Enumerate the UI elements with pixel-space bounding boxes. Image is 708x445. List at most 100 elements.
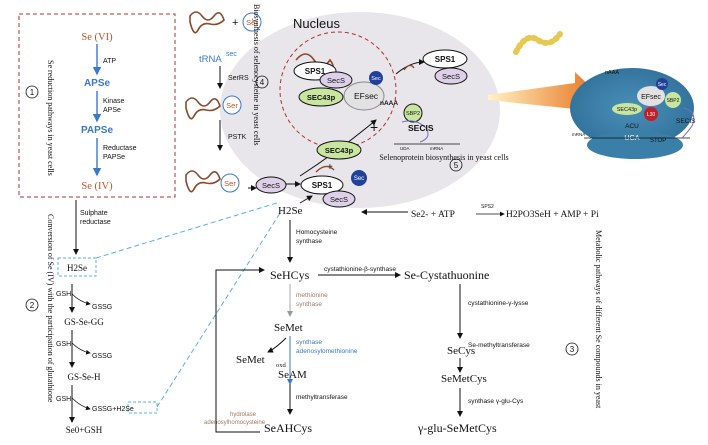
ribo-secis: SECIS [676,118,696,125]
glutathione-side-label: Conversion of Se (IV) with the participa… [46,214,55,403]
ribo-l30: L30 [647,112,656,118]
ser-2: Ser [226,101,238,110]
arrow-seahcys-cycle [215,267,265,433]
sps1-out: SPS1 [435,55,456,64]
marker-2: 2 [30,301,35,310]
secys: SeCys [447,345,475,357]
homocysteine-synthase-label: synthase [296,238,322,245]
sps1-b: SPS1 [312,181,333,190]
gssg-2: GSSG [92,353,112,360]
sps1-b-ellipse [300,175,344,195]
marker-4-circle [255,75,269,89]
ribo-sec: Sec [658,82,667,88]
ribo-sbp2-dot [665,92,681,108]
cbs-label: cystathionine-β-synthase [324,266,396,273]
marker-3-circle [565,342,579,356]
efsec-nucleus: EFsec [354,91,379,101]
trna-squiggle-3 [185,170,221,193]
reductase-papse-label: PAPSe [103,154,125,161]
gglu-synthase-label: synthase γ-glu-Cys [468,398,524,405]
se0-gsh: Se0+GSH [66,425,103,435]
sec-dot-b [351,170,367,186]
ribo-uga: UGA [624,135,640,142]
oxd-sub: oxd [276,362,287,369]
sec43p-nucleus: SEC43p [307,93,336,102]
secs-left: SecS [262,181,280,190]
arrow-semet-oxd [267,337,287,353]
homocysteine-label: Homocysteine [296,229,338,236]
sec-biosynthesis-side-label: Biosynthesis of selenocysteine in yeast … [252,4,261,146]
ribo-acu: ACU [625,123,639,130]
plus-trna: + [232,17,238,29]
secs-ellipse [319,71,353,89]
marker-5: 5 [454,161,459,170]
ribo-mrna: mRNA [572,132,585,137]
apse: APSe [84,78,111,89]
sec-dot-nucleus [369,71,383,85]
reductase-label: Reductase [103,145,137,152]
marker-4: 4 [260,78,265,87]
nucleus-label: Nucleus [293,16,340,31]
gs-se-h: GS-Se-H [68,372,101,382]
marker-1-circle [25,85,39,99]
serrs-label: SerRS [228,75,249,82]
sec-nucleus: Sec [371,76,381,82]
gssg-1: GSSG [92,304,112,311]
secs-out: SecS [442,72,460,81]
plus-5: + [370,119,378,135]
trna-b [315,165,335,173]
link-h2se-bottom [156,209,283,408]
cgl-label: cystathionine-γ-lysse [468,300,529,307]
sec43p-ellipse [298,87,344,107]
nucleus-inner-dashed [279,31,397,149]
atp-label: ATP [103,58,116,65]
trna-label: tRNA [199,54,222,65]
ribo-sbp2: SBP2 [667,98,680,104]
se-reduction-box [18,13,176,198]
efsec-ellipse [343,81,385,111]
kinase-apse-label: APSe [103,107,121,114]
marker-2-circle [25,298,39,312]
metabolic-side-label: Metabolic pathways of different Se compo… [594,230,603,409]
se-iv: Se (IV) [81,181,113,192]
marker-3: 3 [570,345,575,354]
se-cystathuonine: Se-Cystathuonine [404,268,489,282]
reaction-left: Se2- + ATP [411,210,455,220]
arrow-h2se-sps1 [299,195,313,204]
marker-5-circle [449,158,463,172]
ribo-l30-dot [644,107,658,121]
kinase-label: Kinase [103,98,125,105]
methionine-label: methionine [296,292,328,299]
h2se-left: H2Se [67,263,87,273]
link-h2se-top [95,201,281,259]
secs-b-ellipse [322,190,356,208]
trna-squiggle-2 [185,97,221,120]
hydrolase-label: hydrolase [230,412,257,418]
reaction-right: H2PO3SeH + AMP + Pi [506,210,599,220]
sps2: SPS2 [481,204,494,210]
trna-squiggle-1 [189,11,225,34]
synthase-blue-label: synthase [296,339,322,346]
ser-circle-2 [222,95,242,115]
secis: SECIS [408,123,434,133]
seahcys: SeAHCys [264,421,312,435]
se-reduction-side-label: Se reduction pathways in yeast cells [46,60,55,176]
arrow-gssg1 [71,293,91,306]
sbp2-circle [403,103,423,123]
ser-1: Ser [246,18,258,27]
h2se-center: H2Se [278,205,303,217]
sbp2: SBP2 [406,111,420,117]
sps1-nucleus: SPS1 [305,67,326,76]
sec43p-b-ellipse [316,140,362,160]
uda: UDA [400,146,410,151]
ser-circle-3 [220,173,240,193]
mrna: mRNA [430,146,443,151]
sulphate-label: Sulphate [80,210,108,217]
ribo-efsec-ellipse [637,86,665,106]
papse: PAPSe [81,125,113,136]
se-methyl-label: Se-methyltransferase [468,342,530,349]
ribo-sec43p: SEC43p [617,107,638,113]
semetcys: SeMetCys [441,373,487,385]
marker-1: 1 [30,88,35,97]
